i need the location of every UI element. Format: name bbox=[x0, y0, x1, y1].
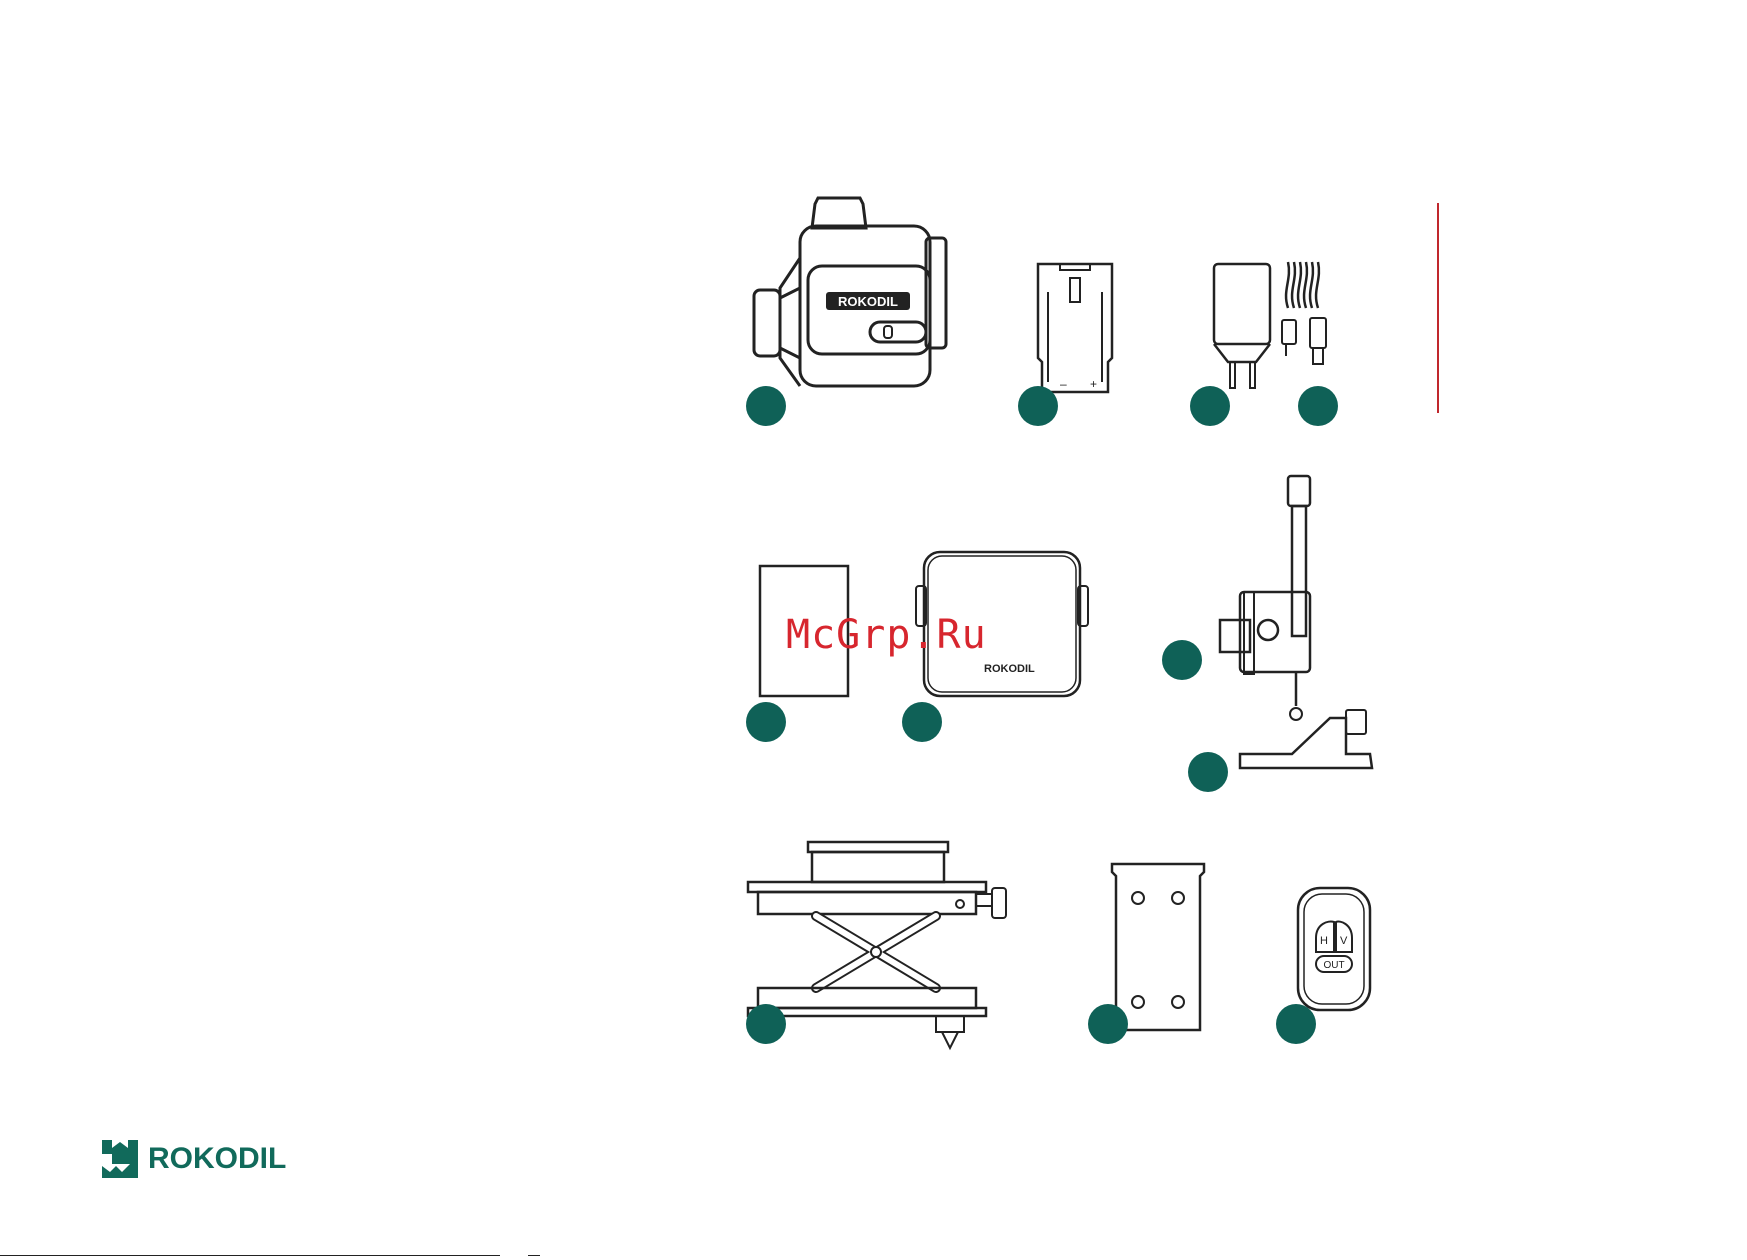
brand-mark-icon bbox=[102, 1140, 138, 1178]
item-badge-5 bbox=[746, 702, 786, 742]
bag-brand-text: ROKODIL bbox=[984, 663, 1035, 675]
item-badge-11 bbox=[1276, 1004, 1316, 1044]
remote-h-label: H bbox=[1320, 935, 1328, 947]
item-badge-10 bbox=[1088, 1004, 1128, 1044]
charger-illustration bbox=[1210, 262, 1280, 392]
laser-level-illustration: ROKODIL bbox=[740, 198, 980, 408]
item-badge-7 bbox=[1162, 640, 1202, 680]
bottom-tick bbox=[528, 1255, 540, 1256]
item-badge-8 bbox=[1188, 752, 1228, 792]
remote-v-label: V bbox=[1340, 935, 1348, 947]
item-badge-4 bbox=[1298, 386, 1338, 426]
laser-brand-text: ROKODIL bbox=[838, 294, 898, 309]
item-badge-2 bbox=[1018, 386, 1058, 426]
battery-minus-label: – bbox=[1060, 377, 1067, 391]
item-badge-3 bbox=[1190, 386, 1230, 426]
usb-cable-illustration bbox=[1278, 260, 1338, 380]
accent-rule bbox=[1437, 203, 1439, 413]
brand-logo: ROKODIL bbox=[102, 1140, 286, 1178]
battery-holder-illustration: – + bbox=[1030, 262, 1120, 402]
item-badge-1 bbox=[746, 386, 786, 426]
remote-out-label: OUT bbox=[1323, 960, 1344, 971]
remote-control-illustration: H V OUT bbox=[1296, 886, 1376, 1016]
battery-plus-label: + bbox=[1090, 377, 1097, 391]
watermark-text: McGrp.Ru bbox=[786, 612, 987, 658]
brand-name: ROKODIL bbox=[148, 1142, 286, 1176]
lifting-platform-illustration bbox=[746, 838, 1036, 1060]
bottom-divider bbox=[0, 1255, 500, 1256]
item-badge-6 bbox=[902, 702, 942, 742]
item-badge-9 bbox=[746, 1004, 786, 1044]
wall-clamp-illustration bbox=[1180, 472, 1390, 772]
target-plate-illustration bbox=[1108, 862, 1208, 1034]
